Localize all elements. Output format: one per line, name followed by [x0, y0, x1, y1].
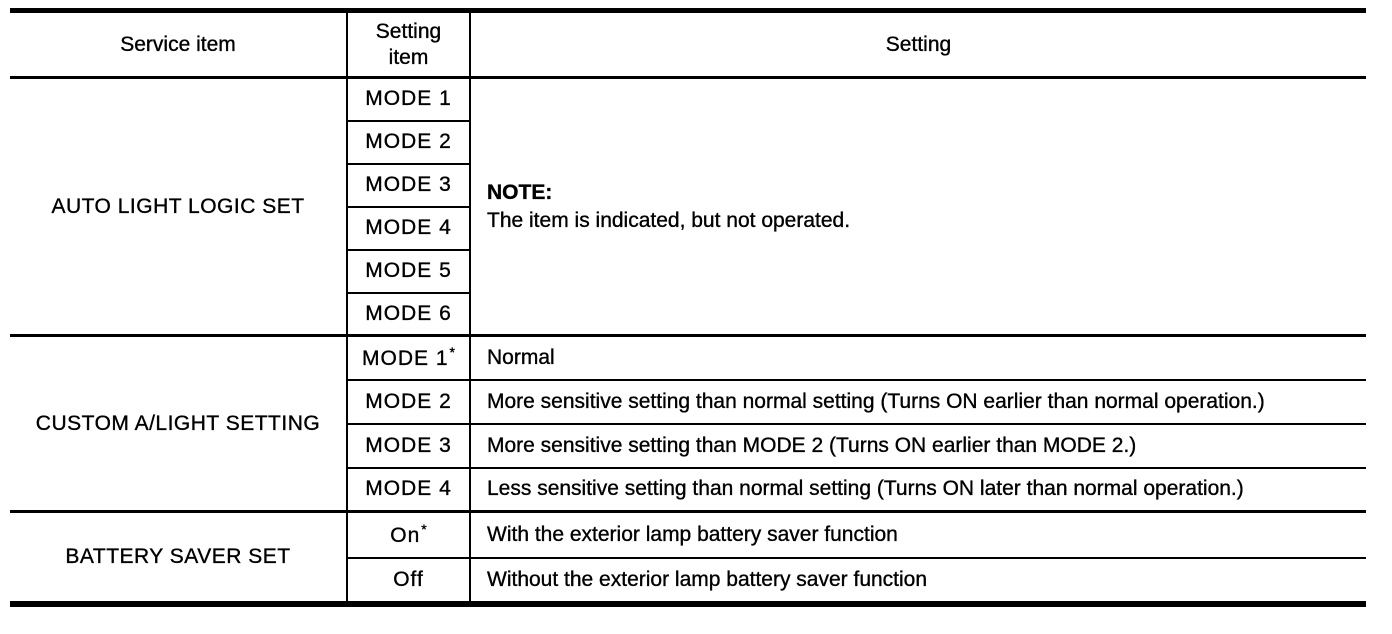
setting-item-cell: Off — [347, 556, 471, 604]
setting-cell: More sensitive setting than MODE 2 (Turn… — [470, 422, 1366, 468]
header-setting: Setting — [470, 10, 1366, 79]
setting-item-cell: MODE 4 — [347, 205, 471, 250]
setting-item-cell: MODE 4 — [347, 466, 471, 512]
service-item-custom-alight-setting: CUSTOM A/LIGHT SETTING — [10, 334, 348, 512]
header-setting-item: Setting item — [347, 10, 471, 79]
table-row: BATTERY SAVER SET On* With the exterior … — [10, 510, 1366, 604]
setting-item-cell: MODE 3 — [347, 422, 471, 468]
table-row: MODE 4 — [10, 205, 1366, 250]
setting-item-cell: MODE 1 — [347, 76, 471, 121]
table-row: MODE 4 Less sensitive setting than norma… — [10, 466, 1366, 512]
settings-table: Service item Setting item Setting AUTO L… — [10, 8, 1366, 607]
setting-item-cell: MODE 2 — [347, 378, 471, 424]
header-service-item: Service item — [10, 10, 348, 79]
setting-cell: Less sensitive setting than normal setti… — [470, 466, 1366, 512]
table-header-row: Service item Setting item Setting — [10, 10, 1366, 79]
setting-cell: Without the exterior lamp battery saver … — [470, 556, 1366, 604]
table-row: MODE 3 — [10, 162, 1366, 207]
table-row: Off Without the exterior lamp battery sa… — [10, 556, 1366, 604]
setting-cell: With the exterior lamp battery saver fun… — [470, 510, 1366, 558]
table-row: MODE 3 More sensitive setting than MODE … — [10, 422, 1366, 468]
setting-item-cell: MODE 3 — [347, 162, 471, 207]
asterisk-marker: * — [449, 344, 455, 361]
table-row: CUSTOM A/LIGHT SETTING MODE 1* Normal — [10, 334, 1366, 512]
table-row: MODE 2 — [10, 119, 1366, 164]
note-cell: NOTE: The item is indicated, but not ope… — [470, 76, 1366, 336]
header-setting-item-label: Setting item — [375, 19, 442, 69]
setting-item-cell: MODE 2 — [347, 119, 471, 164]
setting-item-label: On — [390, 524, 421, 548]
setting-item-cell: MODE 5 — [347, 248, 471, 293]
table-row: MODE 6 — [10, 291, 1366, 336]
note-text: The item is indicated, but not operated. — [487, 208, 851, 232]
asterisk-marker: * — [421, 521, 427, 538]
table-row: AUTO LIGHT LOGIC SET MODE 1 NOTE: The it… — [10, 76, 1366, 336]
setting-item-cell: MODE 1* — [347, 334, 471, 380]
setting-cell: More sensitive setting than normal setti… — [470, 378, 1366, 424]
note-label: NOTE: — [487, 180, 553, 204]
setting-item-cell: MODE 6 — [347, 291, 471, 336]
service-item-battery-saver-set: BATTERY SAVER SET — [10, 510, 348, 604]
setting-item-cell: On* — [347, 510, 471, 558]
setting-item-label: MODE 1 — [362, 347, 449, 371]
service-item-auto-light-logic-set: AUTO LIGHT LOGIC SET — [10, 76, 348, 336]
table-row: MODE 2 More sensitive setting than norma… — [10, 378, 1366, 424]
setting-cell: Normal — [470, 334, 1366, 380]
table-row: MODE 5 — [10, 248, 1366, 293]
